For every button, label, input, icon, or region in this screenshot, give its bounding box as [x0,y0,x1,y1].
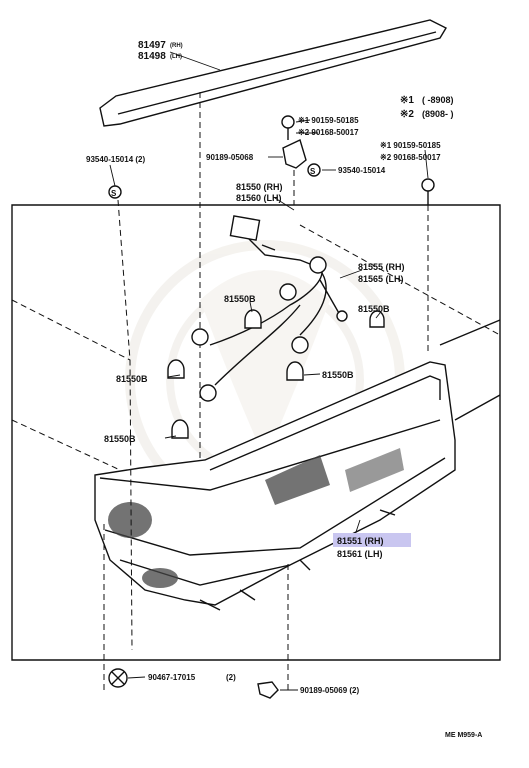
part-highlight [333,533,411,547]
label-bulb-1: 81550B [224,294,256,304]
label-screw-a2: ※2 90168-50017 [298,128,359,137]
note-mark-2: ※2 [400,109,414,120]
label-moulding-lh: 81498 [138,51,166,62]
label-moulding-rh-tag: (RH) [170,43,183,49]
note-text-2: (8908- ) [422,109,454,119]
label-moulding-lh-tag: (LH) [170,54,182,60]
socket-clamp[interactable] [281,115,307,205]
label-bulb-2: 81550B [358,304,390,314]
label-lamp-lh: 81561 (LH) [337,549,383,559]
label-lamp-rh: 81551 (RH) [337,536,384,546]
label-screw-b1: ※1 90159-50185 [380,141,441,150]
label-bulb-3: 81550B [116,374,148,384]
note-text-1: ( -8908) [422,95,454,105]
socket-wire-harness[interactable] [191,215,348,402]
label-harness-lh: 81565 (LH) [358,274,404,284]
garnish-moulding[interactable] [99,19,447,470]
label-harness-rh: 81555 (RH) [358,262,405,272]
label-screw-b2: ※2 90168-50017 [380,153,441,162]
label-socket-lh: 81560 (LH) [236,193,282,203]
bottom-bolt[interactable] [103,520,128,690]
label-clamp: 90189-05068 [206,153,254,162]
label-bolt-bottom-qty: (2) [226,673,236,682]
label-clip-bottom: 90189-05069 (2) [300,686,359,695]
label-bulb-5: 81550B [104,434,136,444]
rear-lamp-assembly[interactable] [94,361,456,611]
label-nut-mid: 93540-15014 [338,166,386,175]
label-screw-a1: ※1 90159-50185 [298,116,359,125]
bottom-clip[interactable] [257,560,289,699]
svg-text:S: S [310,167,316,176]
figure-code: ME M959-A [445,732,482,739]
nut-left[interactable]: S [108,185,133,651]
label-bulb-4: 81550B [322,370,354,380]
svg-text:S: S [111,189,117,198]
leader-lines [109,51,429,691]
label-bolt-bottom: 90467-17015 [148,673,196,682]
nut-middle[interactable]: S [307,163,321,177]
body-panel [11,204,501,661]
note-mark-1: ※1 [400,95,414,106]
part-labels: 81497 (RH) 81498 (LH) ※1 ( -8908) ※2 (89… [86,40,482,739]
label-moulding-rh: 81497 [138,40,166,51]
screw-right[interactable] [421,178,435,355]
bulbs[interactable] [167,309,385,439]
label-socket-rh: 81550 (RH) [236,182,283,192]
label-clip-left: 93540-15014 (2) [86,155,145,164]
